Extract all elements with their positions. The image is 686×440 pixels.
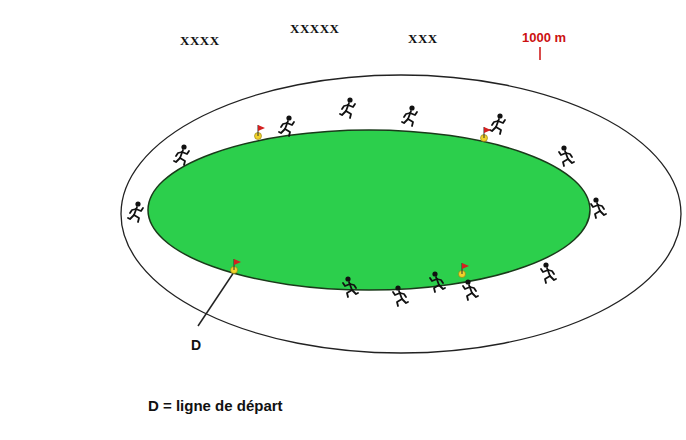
inner-field [148, 130, 590, 290]
outer-track [121, 75, 681, 353]
runner-figure [343, 276, 358, 297]
flag-marker [481, 127, 492, 142]
flag-marker [231, 259, 242, 274]
distance-mark [539, 47, 541, 60]
runner-figure [393, 285, 408, 306]
runner-figure [128, 201, 143, 222]
runner-figure [402, 105, 417, 126]
distance-label: 1000 m [522, 31, 566, 44]
track-note: XXXX [180, 34, 220, 47]
runner-figure [340, 97, 355, 118]
runner-figure [490, 113, 505, 134]
runner-figure [541, 262, 556, 283]
runner-figure [463, 279, 478, 300]
caption: D = ligne de départ [148, 398, 283, 413]
runner-figure [559, 145, 574, 166]
runner-figure [591, 197, 606, 218]
runner-figure [279, 115, 294, 136]
flag-marker [255, 125, 266, 140]
track-note: XXXXX [290, 22, 339, 35]
runner-figure [430, 271, 445, 292]
start-letter: D [191, 338, 201, 352]
flag-marker [459, 263, 470, 278]
track-note: XXX [408, 32, 438, 45]
runner-figure [174, 144, 189, 165]
start-line [198, 272, 234, 326]
